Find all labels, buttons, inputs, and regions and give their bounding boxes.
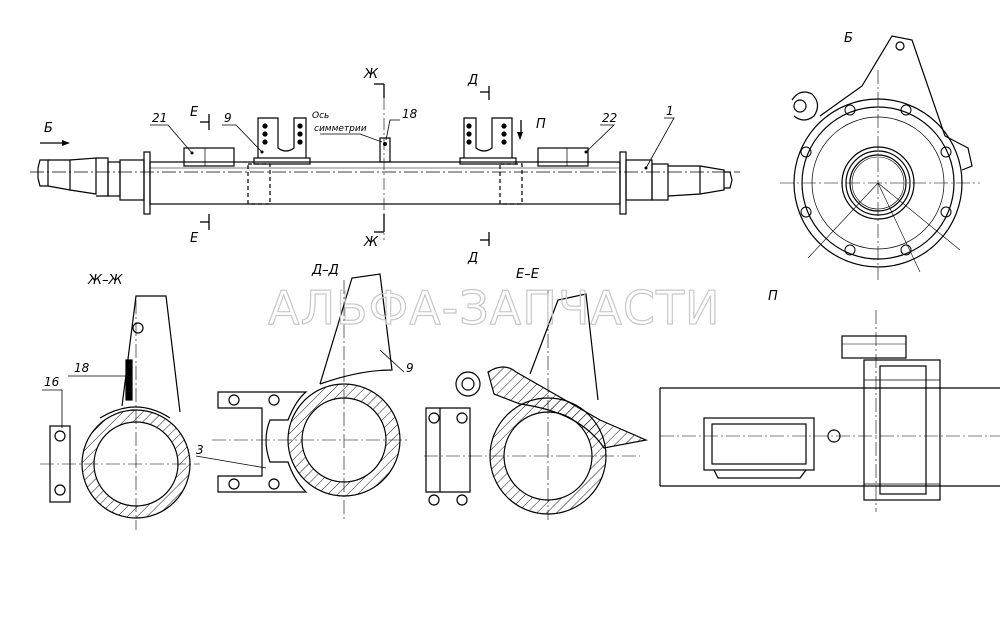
view-p-drawing [659,310,1000,512]
view-b-drawing [780,35,980,280]
section-zh-title: Ж–Ж [87,273,124,288]
marker-zh-bottom: Ж [363,235,379,250]
marker-d-top: Д [467,73,478,88]
callout-21: 21 [152,111,167,125]
callout-22: 22 [602,111,617,125]
view-b-title: Б [844,31,853,46]
section-cut-lines [40,83,522,246]
marker-d-bottom: Д [467,251,478,266]
callout-9-d: 9 [406,361,414,375]
section-zh-drawing [40,295,200,530]
callout-1: 1 [666,104,674,118]
marker-b: Б [44,121,53,136]
view-b-bolt-holes [800,104,952,256]
marker-p: П [536,117,546,132]
section-d-drawing [195,273,410,520]
callout-3: 3 [196,443,204,457]
leader-dots [190,150,648,170]
bracket-bolts [262,123,507,146]
watermark-text: АЛЬФА-ЗАПЧАСТИ [268,281,720,335]
section-arrowheads [62,132,523,146]
symmetry-axis-line2: симметрии [314,124,367,134]
marker-e-bottom: Е [190,231,199,246]
symmetry-axis-line1: Ось [312,111,329,121]
marker-e-top: Е [190,105,199,120]
axle-assembly-view [30,117,740,215]
callout-9-main: 9 [224,111,232,125]
section-d-title: Д–Д [311,263,339,278]
callout-16: 16 [44,375,60,389]
section-e-title: Е–Е [516,267,540,282]
view-p-title: П [768,289,778,304]
callout-18-main: 18 [402,107,418,121]
marker-zh-top: Ж [363,67,379,82]
callout-18-zh: 18 [74,361,90,375]
section-e-drawing [424,290,649,520]
leader-lines-main [150,117,675,169]
